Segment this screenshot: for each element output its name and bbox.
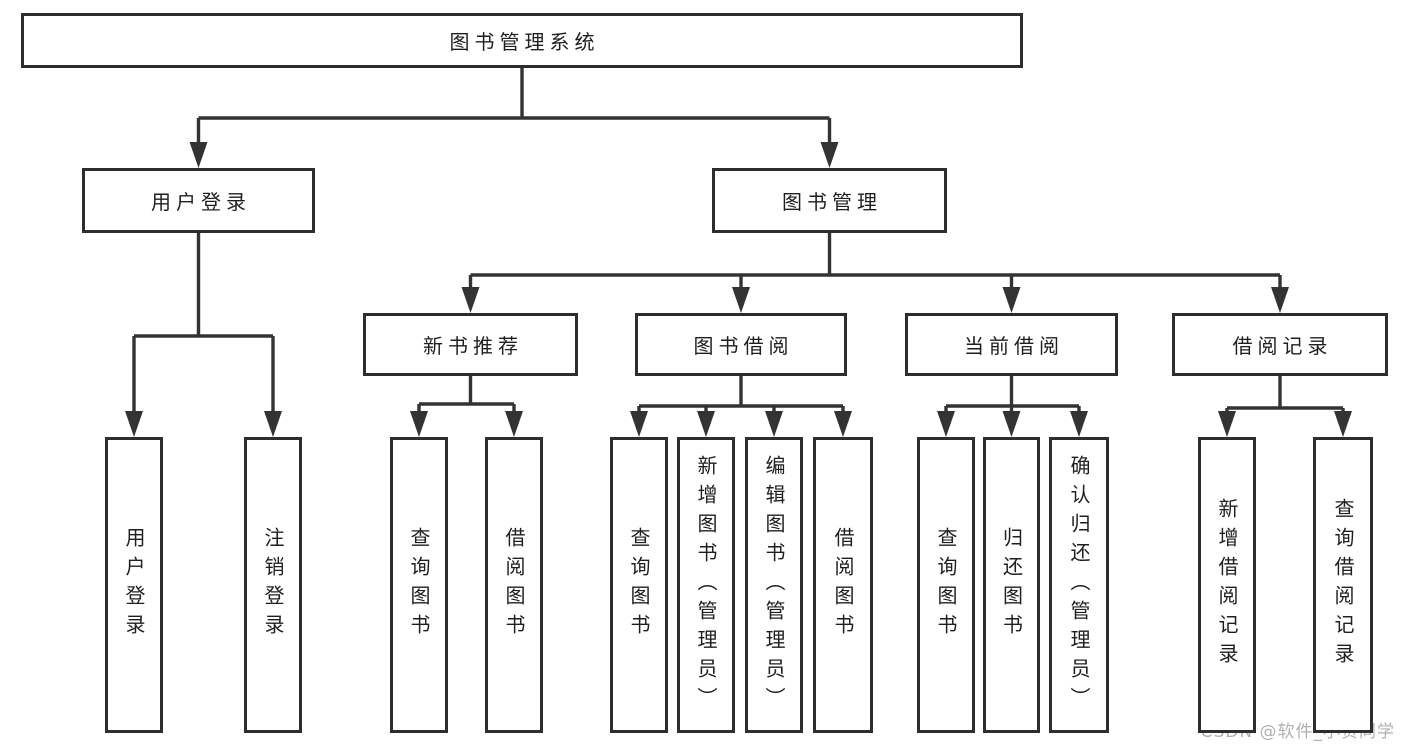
node-label-nbr-query-books: 查询图书 — [407, 527, 431, 643]
arrowhead-new-book-rec — [461, 287, 480, 313]
node-label-new-book-rec: 新书推荐 — [423, 334, 523, 358]
arrowhead-logout-leaf — [264, 411, 282, 437]
node-bb-query-books: 查询图书 — [610, 437, 668, 733]
arrowhead-book-mgmt — [820, 142, 839, 168]
node-root: 图书管理系统 — [21, 13, 1023, 68]
connector-from-new-book-rec — [417, 376, 516, 417]
arrowhead-borrowing-records — [1271, 287, 1289, 313]
node-label-bb-edit-books: 编辑图书（管理员） — [762, 454, 786, 716]
node-label-cb-query-books: 查询图书 — [934, 527, 958, 643]
node-label-current-borrowing: 当前借阅 — [964, 334, 1064, 358]
node-bb-add-books: 新增图书（管理员） — [677, 437, 735, 733]
connector-from-book-borrowing — [637, 376, 845, 417]
node-new-book-rec: 新书推荐 — [363, 313, 578, 376]
connector-from-root — [196, 68, 832, 148]
arrowhead-br-add-record — [1218, 411, 1236, 437]
node-login-leaf: 用户登录 — [105, 437, 163, 733]
node-bb-borrow-books: 借阅图书 — [813, 437, 873, 733]
node-label-nbr-borrow-books: 借阅图书 — [502, 527, 526, 643]
node-label-bb-query-books: 查询图书 — [627, 527, 651, 643]
node-label-book-mgmt: 图书管理 — [782, 190, 882, 214]
node-br-query-record: 查询借阅记录 — [1313, 437, 1373, 733]
node-label-logout-leaf: 注销登录 — [261, 527, 285, 643]
arrowhead-nbr-borrow-books — [505, 411, 523, 437]
arrowhead-cb-return-books — [1002, 411, 1021, 437]
arrowhead-user-login — [189, 142, 208, 168]
connector-from-book-mgmt — [468, 233, 1282, 293]
node-label-user-login: 用户登录 — [151, 190, 251, 214]
arrowhead-current-borrowing — [1002, 287, 1021, 313]
node-nbr-borrow-books: 借阅图书 — [485, 437, 543, 733]
node-label-borrowing-records: 借阅记录 — [1232, 334, 1333, 358]
node-label-login-leaf: 用户登录 — [122, 527, 146, 643]
arrowhead-login-leaf — [125, 411, 143, 437]
node-label-br-query-record: 查询借阅记录 — [1331, 498, 1355, 672]
node-user-login: 用户登录 — [82, 168, 315, 233]
node-label-root: 图书管理系统 — [449, 30, 600, 54]
node-label-book-borrowing: 图书借阅 — [693, 334, 794, 358]
node-br-add-record: 新增借阅记录 — [1198, 437, 1256, 733]
node-nbr-query-books: 查询图书 — [390, 437, 448, 733]
node-borrowing-records: 借阅记录 — [1172, 313, 1388, 376]
node-logout-leaf: 注销登录 — [244, 437, 302, 733]
arrowhead-cb-query-books — [937, 411, 955, 437]
arrowhead-cb-confirm-return — [1070, 411, 1088, 437]
node-label-br-add-record: 新增借阅记录 — [1215, 498, 1239, 672]
node-label-cb-confirm-return: 确认归还（管理员） — [1067, 454, 1091, 716]
arrowhead-nbr-query-books — [410, 411, 428, 437]
arrowhead-bb-borrow-books — [834, 411, 852, 437]
node-label-cb-return-books: 归还图书 — [999, 527, 1024, 643]
arrowhead-bb-add-books — [697, 411, 715, 437]
connector-from-current-borrowing — [944, 376, 1081, 417]
arrowhead-br-query-record — [1334, 411, 1352, 437]
connector-from-user-login — [132, 233, 275, 417]
node-cb-return-books: 归还图书 — [983, 437, 1040, 733]
node-cb-confirm-return: 确认归还（管理员） — [1049, 437, 1109, 733]
arrowhead-book-borrowing — [732, 287, 750, 313]
node-cb-query-books: 查询图书 — [917, 437, 975, 733]
node-bb-edit-books: 编辑图书（管理员） — [745, 437, 803, 733]
node-book-mgmt: 图书管理 — [712, 168, 947, 233]
node-label-bb-borrow-books: 借阅图书 — [831, 527, 855, 643]
node-book-borrowing: 图书借阅 — [635, 313, 847, 376]
node-label-bb-add-books: 新增图书（管理员） — [694, 454, 718, 716]
arrowhead-bb-edit-books — [765, 411, 783, 437]
connector-from-borrowing-records — [1225, 376, 1345, 417]
arrowhead-bb-query-books — [630, 411, 648, 437]
node-current-borrowing: 当前借阅 — [905, 313, 1118, 376]
